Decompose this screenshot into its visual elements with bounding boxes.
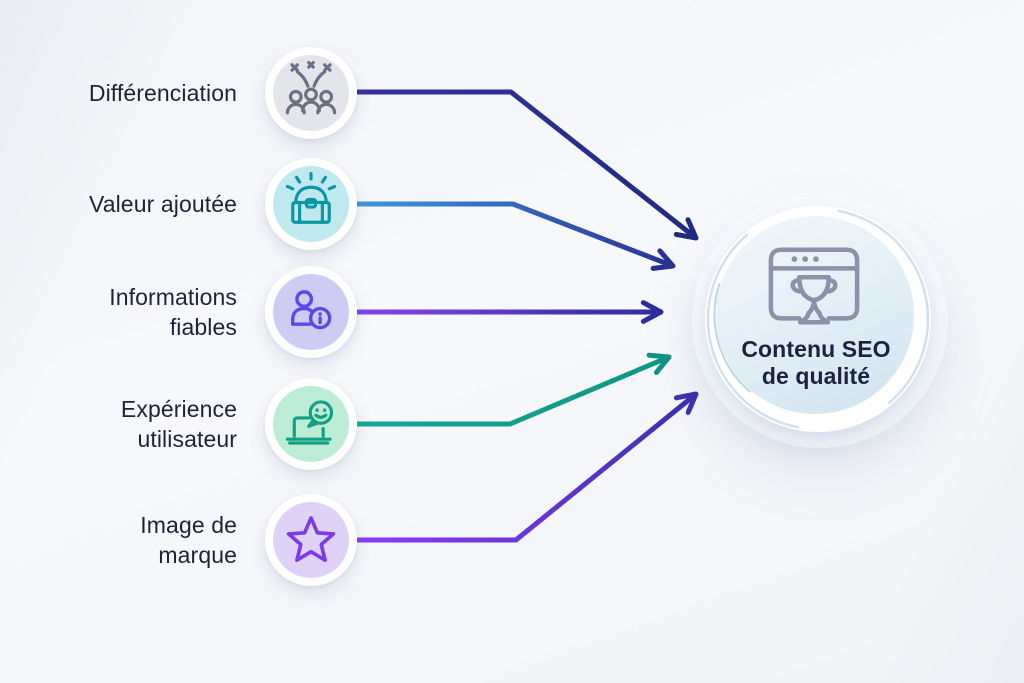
arrow-image-de-marque [357, 391, 699, 543]
factor-label-valeur-ajoutee: Valeur ajoutée [28, 158, 237, 250]
treasure-chest-icon [273, 166, 349, 242]
label-line: Image de [140, 512, 237, 538]
label-line: fiables [169, 314, 237, 340]
label-line: marque [158, 542, 237, 568]
label-line: Valeur ajoutée [88, 191, 237, 217]
celebration-people-icon [273, 55, 349, 131]
arrow-informations-fiables [357, 300, 664, 324]
arrow-valeur-ajoutee [357, 201, 676, 271]
factor-bubble-experience-utilisateur [265, 378, 357, 470]
laptop-smiley-icon [273, 386, 349, 462]
center-title-line2: de qualité [761, 363, 871, 389]
factor-label-image-de-marque: Image de marque [28, 494, 237, 586]
factor-label-experience-utilisateur: Expérience utilisateur [28, 378, 237, 470]
label-line: utilisateur [137, 426, 237, 452]
center-node-title: Contenu SEO de qualité [706, 336, 926, 390]
arrow-differenciation [357, 89, 699, 241]
arrow-experience-utilisateur [357, 352, 672, 427]
person-info-icon [273, 274, 349, 350]
label-line: Expérience [120, 396, 237, 422]
factor-bubble-differenciation [265, 47, 357, 139]
factor-label-differenciation: Différenciation [28, 47, 237, 139]
factor-bubble-valeur-ajoutee [265, 158, 357, 250]
factor-label-informations-fiables: Informations fiables [28, 266, 237, 358]
factor-bubble-informations-fiables [265, 266, 357, 358]
label-line: Différenciation [88, 80, 237, 106]
star-icon [273, 502, 349, 578]
browser-trophy-icon [768, 247, 860, 325]
center-title-line1: Contenu SEO [741, 336, 891, 362]
label-line: Informations [109, 284, 237, 310]
factor-bubble-image-de-marque [265, 494, 357, 586]
